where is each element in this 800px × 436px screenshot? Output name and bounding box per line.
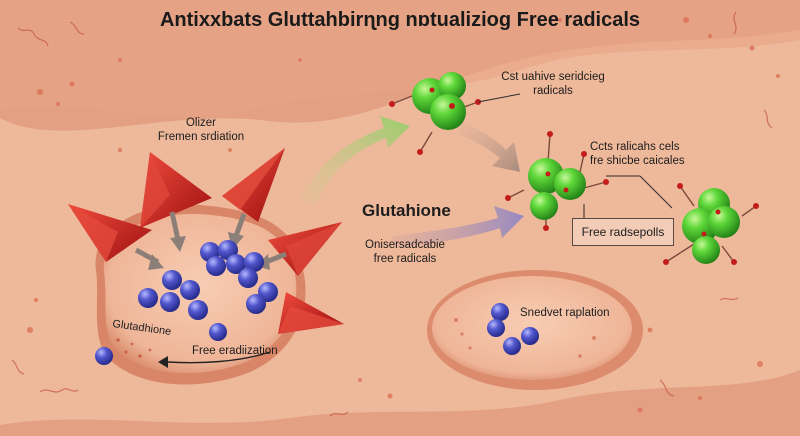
page-title: Antixxbats Gluttahbirɳng nɒtualiziog Fre… xyxy=(159,9,641,31)
cone-2 xyxy=(222,148,285,250)
damaged-radicals-line-1: Cst uahive seridcieg xyxy=(501,71,605,83)
cells-radicals-line-1: Ccts ralicahs cels xyxy=(590,141,680,153)
cells-radicals-label: Ccts ralicahs cels fre shicbe caicales xyxy=(590,140,685,169)
green-cluster-middle xyxy=(505,131,609,231)
damaged-radicals-line-2: radicals xyxy=(533,85,573,98)
green-cluster-top xyxy=(389,72,481,155)
cone-5 xyxy=(278,292,344,334)
purple-arrow xyxy=(392,206,524,248)
cone-3 xyxy=(68,204,164,270)
green-cluster-right xyxy=(663,183,759,265)
oxidation-label-line-2: Fremen srdiation xyxy=(157,131,245,144)
radiation-label: Snedvet raplation xyxy=(520,307,610,319)
green-arrow xyxy=(300,116,410,206)
transition-arrow xyxy=(458,122,520,172)
glutathione-molecules xyxy=(95,240,278,365)
neutralized-line-2: free radicals xyxy=(373,253,437,266)
tissue-speckles xyxy=(27,17,780,413)
oxidation-label: Olizer Fremen srdiation xyxy=(146,116,256,145)
neutralized-line-1: Onisersadcabie xyxy=(365,239,445,251)
return-arrowhead xyxy=(158,356,168,368)
tissue-fibers xyxy=(11,11,773,417)
return-arrow xyxy=(167,351,271,364)
oxidation-label-line-1: Olizer xyxy=(185,117,217,129)
free-radical-cones xyxy=(68,148,344,334)
leader-lines xyxy=(477,93,673,218)
cone-1 xyxy=(140,152,212,252)
glutathione-label: Glutahione xyxy=(362,201,451,220)
radiation-cell-molecules xyxy=(487,303,539,355)
free-radicals-box: Free radsepolls xyxy=(572,218,674,246)
main-cell xyxy=(95,204,306,385)
cells-radicals-line-2: fre shicbe caicales xyxy=(590,155,685,168)
neutralized-label: Onisersadcabie free radicals xyxy=(350,238,460,267)
free-eradiation-label: Free eradiization xyxy=(192,345,278,357)
damaged-radicals-label: Cst uahive seridcieg radicals xyxy=(478,70,628,99)
